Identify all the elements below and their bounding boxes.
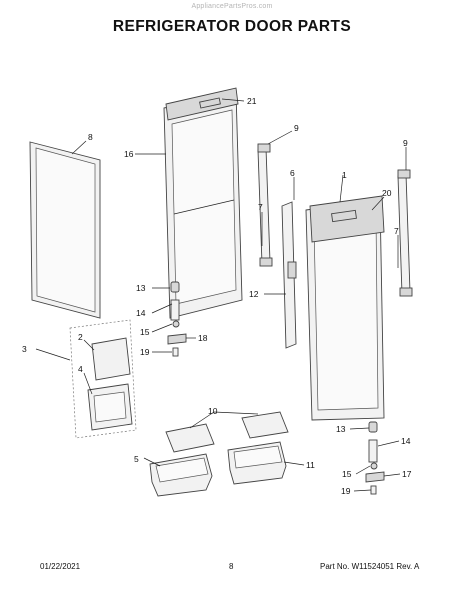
right-handle-bar <box>397 169 413 297</box>
callout-15-left: 15 <box>140 327 150 337</box>
right-refrigerator-door <box>305 195 385 421</box>
callout-14-right: 14 <box>401 436 411 446</box>
callout-18: 18 <box>198 333 208 343</box>
callout-19-right: 19 <box>341 486 351 496</box>
callout-9-right: 9 <box>403 138 408 148</box>
bin-assembly-group <box>69 319 137 439</box>
callout-7-right: 7 <box>394 226 399 236</box>
left-refrigerator-door <box>163 87 243 319</box>
callout-10: 10 <box>208 406 218 416</box>
callout-8: 8 <box>88 132 93 142</box>
door-bin-left <box>149 453 213 497</box>
door-gasket <box>29 141 101 319</box>
page-title: REFRIGERATOR DOOR PARTS <box>112 18 352 35</box>
callout-1: 1 <box>342 170 347 180</box>
callout-4: 4 <box>78 364 83 374</box>
center-mullion-flipper <box>281 201 297 349</box>
right-lower-hinge-hardware <box>365 421 385 495</box>
footer-page-number: 8 <box>229 562 234 571</box>
callout-17: 17 <box>402 469 412 479</box>
callout-5: 5 <box>134 454 139 464</box>
callout-20: 20 <box>382 188 392 198</box>
callout-21: 21 <box>247 96 257 106</box>
callout-13-left: 13 <box>136 283 146 293</box>
callout-13-right: 13 <box>336 424 346 434</box>
door-bin-right <box>227 441 287 485</box>
callout-19-left: 19 <box>140 347 150 357</box>
left-lower-hinge-hardware <box>167 281 187 357</box>
callout-6: 6 <box>290 168 295 178</box>
leader-lines <box>35 98 407 492</box>
callout-labels: 21 9 8 16 7 6 1 9 20 7 12 13 14 15 18 19… <box>22 96 412 496</box>
callout-15-right: 15 <box>342 469 352 479</box>
left-handle-bar <box>257 143 273 267</box>
callout-9-left: 9 <box>294 123 299 133</box>
callout-11: 11 <box>306 460 315 470</box>
footer-part-number: Part No. W11524051 Rev. A <box>320 562 420 571</box>
callout-7-left: 7 <box>258 202 263 212</box>
watermark-text: AppliancePartsPros.com <box>191 3 273 10</box>
callout-3: 3 <box>22 344 27 354</box>
footer-date: 01/22/2021 <box>40 562 81 571</box>
callout-12: 12 <box>249 289 259 299</box>
callout-2: 2 <box>78 332 83 342</box>
bin-covers <box>165 411 289 453</box>
callout-16: 16 <box>124 149 134 159</box>
callout-14-left: 14 <box>136 308 146 318</box>
